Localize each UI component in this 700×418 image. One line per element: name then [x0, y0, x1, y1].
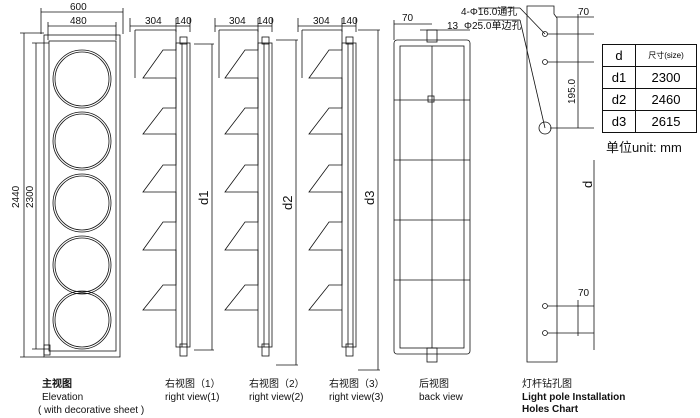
- size-table-header-d: d: [602, 44, 636, 67]
- dim-r1-width: 140: [175, 16, 192, 27]
- holes-spec-1: 4-Φ16.0通孔: [461, 6, 517, 18]
- size-table-cell: 2615: [635, 110, 697, 133]
- dim-d2: d2: [280, 196, 295, 210]
- size-table-cell: d3: [602, 110, 636, 133]
- hole-1: [542, 31, 548, 37]
- holes-offset: 13: [447, 21, 459, 32]
- caption-back-en: back view: [419, 392, 463, 403]
- dim-front-inner-width: 480: [70, 16, 87, 27]
- caption-right3-en: right view(3): [329, 392, 384, 403]
- size-table-cell: 2460: [635, 88, 697, 111]
- lamp-1-outer: [52, 49, 112, 109]
- size-table-header-size: 尺寸(size): [635, 44, 697, 67]
- caption-pole-en2: Holes Chart: [522, 404, 579, 415]
- size-table-row: d3 2615: [602, 110, 697, 133]
- dim-front-outer-width: 600: [70, 2, 87, 13]
- caption-pole-cn: 灯杆钻孔图: [522, 379, 572, 390]
- lamp-4-outer: [52, 235, 112, 295]
- lamp-4-inner: [54, 237, 110, 293]
- size-table-row: d2 2460: [602, 88, 697, 111]
- size-table-cell: d2: [602, 88, 636, 111]
- caption-pole-en1: Light pole Installation: [522, 392, 626, 403]
- dim-back-top: 70: [402, 13, 414, 24]
- dim-pole-spacing: 195.0: [567, 79, 578, 104]
- right-view-1: [129, 18, 214, 357]
- caption-front-cn: 主视图: [42, 379, 72, 390]
- size-table-header: d 尺寸(size): [602, 44, 697, 67]
- hole-4: [542, 303, 548, 309]
- dim-pole-length: d: [580, 181, 595, 188]
- caption-right1-en: right view(1): [165, 392, 220, 403]
- front-housing-inner: [48, 40, 117, 352]
- lamp-5-inner: [54, 292, 110, 348]
- caption-right2-cn: 右视图（2）: [249, 379, 305, 390]
- right-view-2: [214, 18, 298, 366]
- dim-d3: d3: [362, 191, 377, 205]
- dim-r3-width: 140: [341, 16, 358, 27]
- dim-r2-width: 140: [257, 16, 274, 27]
- front-housing-outer: [43, 34, 121, 358]
- lamp-2-outer: [52, 111, 112, 171]
- dim-r2-depth: 304: [229, 16, 246, 27]
- unit-label: 单位unit: mm: [606, 140, 682, 155]
- caption-right3-cn: 右视图（3）: [329, 379, 385, 390]
- front-dimension-lines: [20, 8, 124, 358]
- size-table-cell: 2300: [635, 66, 697, 89]
- hole-2: [542, 59, 548, 65]
- lamp-3-inner: [54, 175, 110, 231]
- back-view: [393, 20, 471, 363]
- dim-r3-depth: 304: [313, 16, 330, 27]
- caption-front-en: Elevation: [42, 392, 84, 403]
- hole-5: [542, 330, 548, 336]
- lamp-2-inner: [54, 113, 110, 169]
- dimension-labels: 600 480 2440 2300 304 140 304 140 304 14…: [11, 2, 595, 299]
- right-view-3: [297, 18, 380, 371]
- light-pole: [478, 5, 595, 363]
- lamp-5-outer: [52, 290, 112, 350]
- caption-front-note: ( with decorative sheet ): [38, 405, 145, 416]
- front-view: [20, 8, 124, 358]
- dim-r1-depth: 304: [145, 16, 162, 27]
- caption-right1-cn: 右视图（1）: [165, 379, 221, 390]
- dim-front-inner-height: 2300: [25, 185, 36, 208]
- dim-pole-top: 70: [578, 7, 590, 18]
- caption-right2-en: right view(2): [249, 392, 304, 403]
- signal-lamps: [52, 49, 112, 350]
- dim-pole-bottom: 70: [578, 288, 590, 299]
- size-table: d 尺寸(size) d1 2300 d2 2460 d3 2615: [602, 44, 697, 133]
- front-bracket: [43, 344, 51, 356]
- lamp-3-outer: [52, 173, 112, 233]
- dim-front-outer-height: 2440: [11, 185, 22, 208]
- holes-spec-2: Φ25.0单边孔: [464, 20, 521, 32]
- size-table-row: d1 2300: [602, 66, 697, 89]
- size-table-cell: d1: [602, 66, 636, 89]
- caption-back-cn: 后视图: [419, 379, 449, 390]
- dim-d1: d1: [196, 191, 211, 205]
- lamp-1-inner: [54, 51, 110, 107]
